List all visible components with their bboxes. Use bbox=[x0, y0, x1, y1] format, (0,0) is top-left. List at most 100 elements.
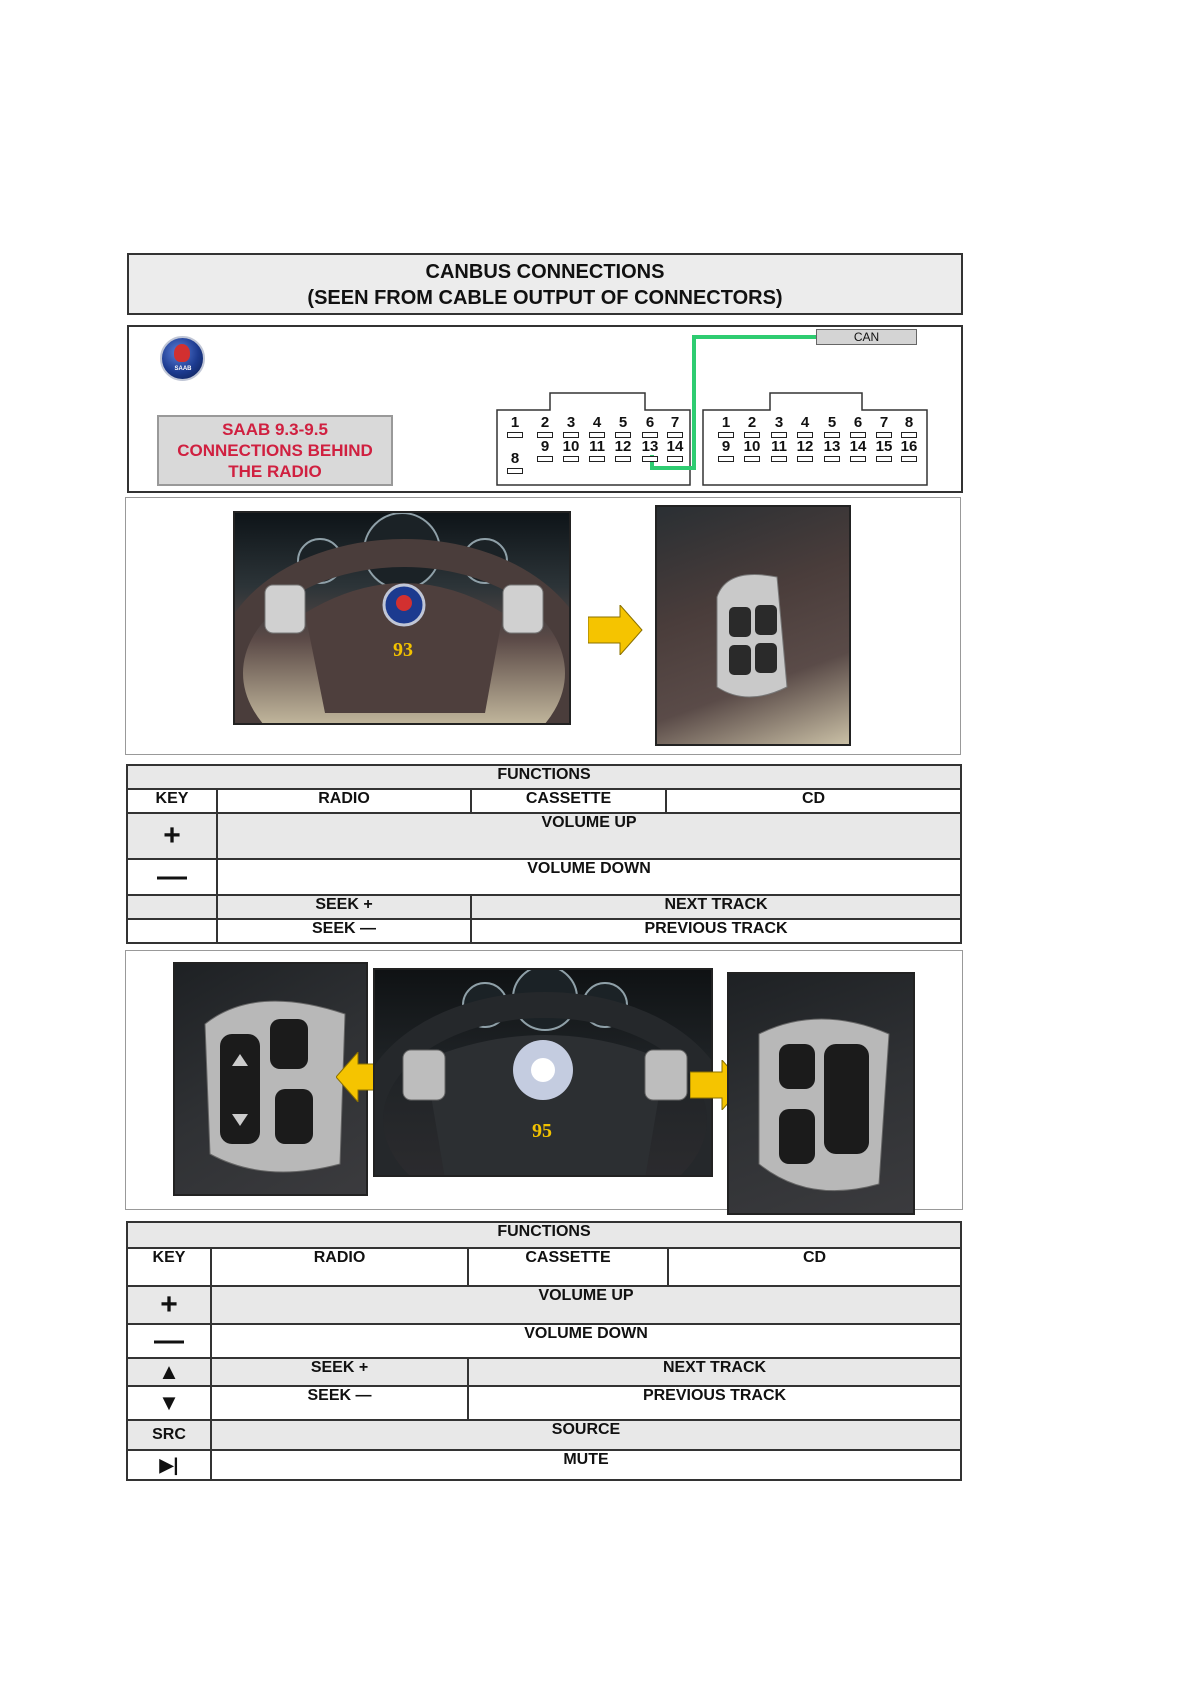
function-volume-down: VOLUME DOWN bbox=[216, 858, 962, 896]
left-switch-illustration bbox=[204, 1000, 346, 1173]
pin-contact bbox=[824, 432, 840, 438]
left-switch-pad bbox=[402, 1049, 446, 1101]
pin-number: 4 bbox=[592, 414, 602, 431]
left-switch-photo-95 bbox=[173, 962, 368, 1196]
function-previous-track: PREVIOUS TRACK bbox=[467, 1385, 962, 1421]
pin-number: 12 bbox=[796, 438, 814, 455]
col-key: KEY bbox=[126, 1247, 212, 1287]
key-empty bbox=[126, 894, 218, 920]
pin-number: 3 bbox=[566, 414, 576, 431]
key-down-triangle-icon: ▼ bbox=[126, 1385, 212, 1421]
right-pin-12: 12 bbox=[795, 439, 815, 462]
function-volume-down: VOLUME DOWN bbox=[210, 1323, 962, 1359]
model-badge-95: 95 bbox=[532, 1120, 552, 1142]
pin-contact bbox=[797, 432, 813, 438]
steering-wheel-photo-95: 95 bbox=[373, 968, 713, 1177]
pin-number: 13 bbox=[823, 438, 841, 455]
left-pin-12: 12 bbox=[613, 439, 633, 462]
pin-number: 8 bbox=[904, 414, 914, 431]
pin-contact bbox=[642, 456, 658, 462]
saab-badge-griffin bbox=[396, 595, 412, 611]
function-seek-minus: SEEK — bbox=[210, 1385, 469, 1421]
function-seek-minus: SEEK — bbox=[216, 918, 472, 944]
pin-contact bbox=[667, 432, 683, 438]
clr-button bbox=[275, 1089, 313, 1144]
pin-contact bbox=[771, 432, 787, 438]
left-pin-6: 6 bbox=[640, 415, 660, 438]
left-pin-9: 9 bbox=[535, 439, 555, 462]
src-button bbox=[779, 1109, 815, 1164]
logo-text: SAAB bbox=[174, 366, 192, 372]
button-upper-right bbox=[755, 605, 777, 635]
down-arrow-icon bbox=[232, 1114, 248, 1126]
pin-number: 10 bbox=[743, 438, 761, 455]
pin-contact bbox=[718, 432, 734, 438]
pin-number: 8 bbox=[510, 450, 520, 467]
yellow-arrow-right-icon bbox=[588, 605, 643, 655]
pin-number: 13 bbox=[641, 438, 659, 455]
function-next-track: NEXT TRACK bbox=[467, 1357, 962, 1387]
pin-contact bbox=[667, 456, 683, 462]
left-pin-7: 7 bbox=[665, 415, 685, 438]
pin-number: 1 bbox=[510, 414, 520, 431]
left-pin-2: 2 bbox=[535, 415, 555, 438]
pin-contact bbox=[507, 432, 523, 438]
pin-contact bbox=[901, 432, 917, 438]
function-next-track: NEXT TRACK bbox=[470, 894, 962, 920]
wheel-rim bbox=[375, 992, 711, 1175]
set-button bbox=[270, 1019, 308, 1069]
pin-contact bbox=[850, 456, 866, 462]
mute-button bbox=[779, 1044, 815, 1089]
right-pin-1: 1 bbox=[716, 415, 736, 438]
left-pin-1: 1 bbox=[505, 415, 525, 438]
col-radio: RADIO bbox=[216, 788, 472, 814]
pin-number: 7 bbox=[879, 414, 889, 431]
pin-number: 3 bbox=[774, 414, 784, 431]
key-empty bbox=[126, 918, 218, 944]
right-switch-pad bbox=[644, 1049, 688, 1101]
function-seek-plus: SEEK + bbox=[216, 894, 472, 920]
pin-contact bbox=[824, 456, 840, 462]
pin-contact bbox=[589, 432, 605, 438]
functions-table-95: FUNCTIONS KEY RADIO CASSETTE CD + VOLUME… bbox=[126, 1221, 962, 1481]
left-switch-pad bbox=[264, 584, 306, 634]
switch-pad-outline bbox=[716, 574, 788, 698]
left-pin-4: 4 bbox=[587, 415, 607, 438]
pin-contact bbox=[901, 456, 917, 462]
button-lower-left bbox=[729, 645, 751, 675]
vol-rocker bbox=[824, 1044, 869, 1154]
key-plus: + bbox=[126, 1285, 212, 1325]
left-pin-8: 8 bbox=[505, 451, 525, 474]
right-switch-pad bbox=[502, 584, 544, 634]
pin-number: 15 bbox=[875, 438, 893, 455]
col-cassette: CASSETTE bbox=[470, 788, 667, 814]
left-pin-3: 3 bbox=[561, 415, 581, 438]
wheel-hub bbox=[425, 1035, 665, 1175]
pin-contact bbox=[615, 456, 631, 462]
pin-number: 5 bbox=[827, 414, 837, 431]
left-pin-13: 13 bbox=[640, 439, 660, 462]
right-pin-11: 11 bbox=[769, 439, 789, 462]
key-up-triangle-icon: ▲ bbox=[126, 1357, 212, 1387]
pin-contact bbox=[563, 432, 579, 438]
left-connector-outline bbox=[496, 392, 691, 486]
col-cd: CD bbox=[665, 788, 962, 814]
left-pin-14: 14 bbox=[665, 439, 685, 462]
can-label: CAN bbox=[816, 329, 917, 345]
pin-number: 2 bbox=[747, 414, 757, 431]
right-pin-16: 16 bbox=[899, 439, 919, 462]
pin-number: 5 bbox=[618, 414, 628, 431]
col-key: KEY bbox=[126, 788, 218, 814]
key-minus: — bbox=[126, 858, 218, 896]
function-mute: MUTE bbox=[210, 1449, 962, 1481]
functions-table-93: FUNCTIONS KEY RADIO CASSETTE CD + VOLUME… bbox=[126, 764, 962, 944]
right-pin-10: 10 bbox=[742, 439, 762, 462]
pin-number: 6 bbox=[853, 414, 863, 431]
pin-contact bbox=[744, 432, 760, 438]
right-pin-4: 4 bbox=[795, 415, 815, 438]
model-label-line-3: THE RADIO bbox=[228, 462, 322, 481]
col-cassette: CASSETTE bbox=[467, 1247, 669, 1287]
left-pin-5: 5 bbox=[613, 415, 633, 438]
pin-number: 16 bbox=[900, 438, 918, 455]
switch-closeup-illustration bbox=[716, 574, 788, 698]
